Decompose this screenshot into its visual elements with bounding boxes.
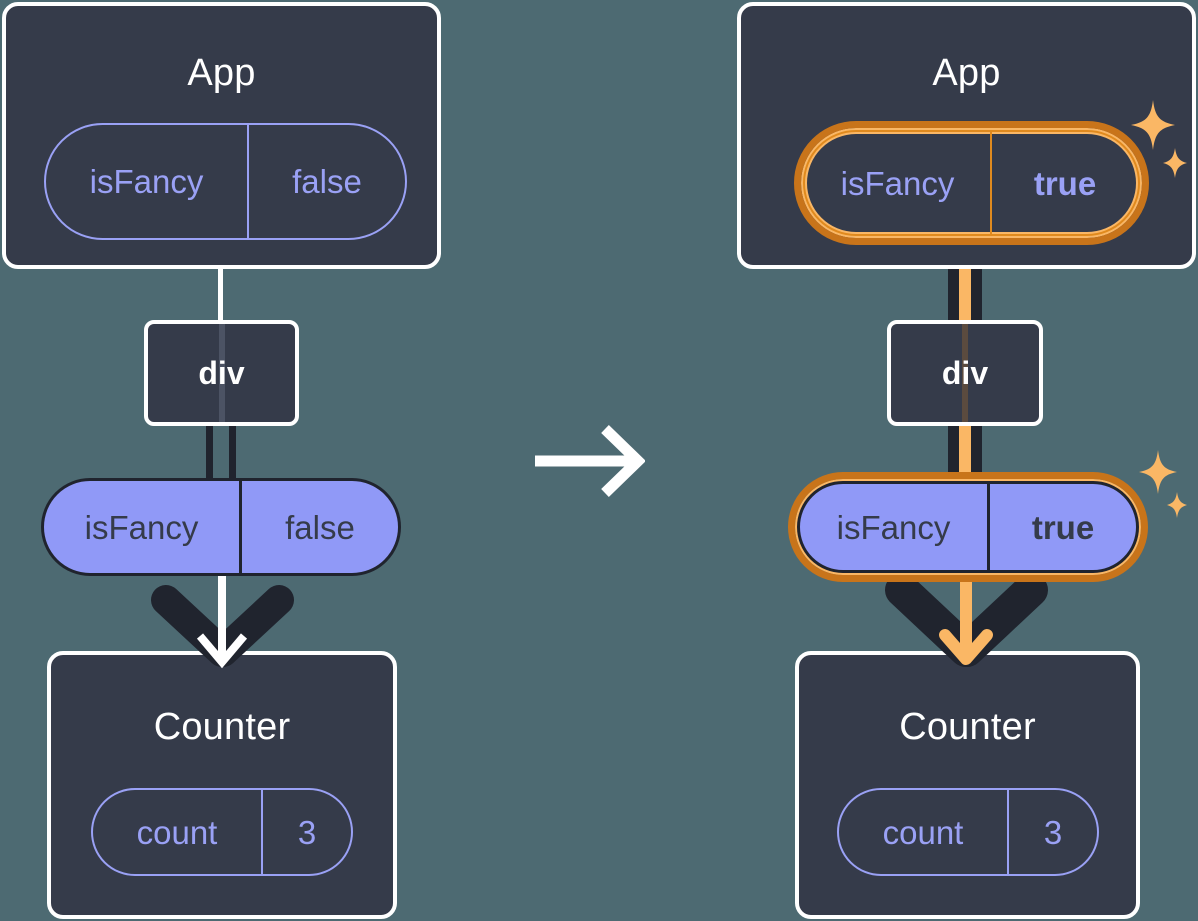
prop-arrow-dark-before <box>151 585 294 667</box>
app-box-before: App isFancy false <box>2 2 441 269</box>
connector-div-to-prop-after-core <box>959 422 971 486</box>
prop-highlight-ring-after <box>788 472 1148 582</box>
div-passthrough-line-after <box>962 324 968 422</box>
prop-value-after: true <box>987 484 1136 570</box>
connector-div-to-prop-before-2 <box>229 422 236 486</box>
div-passthrough-line-before <box>218 324 225 422</box>
app-state-pill-after: isFancy true <box>803 130 1140 236</box>
prop-pill-after: isFancy true <box>797 481 1139 573</box>
app-box-after: App isFancy true <box>737 2 1196 269</box>
app-state-value-after: true <box>990 132 1138 234</box>
prop-pill-before: isFancy false <box>41 478 401 576</box>
counter-state-value-before: 3 <box>261 790 351 874</box>
connector-app-to-div-before <box>218 262 223 320</box>
div-node-after: div <box>887 320 1043 426</box>
counter-state-key-after: count <box>882 813 964 851</box>
prop-key-after: isFancy <box>836 508 951 546</box>
prop-value-before: false <box>239 481 398 573</box>
sparkle-icon-prop-after <box>1139 450 1187 518</box>
app-title-before: App <box>187 52 256 94</box>
counter-state-key-before: count <box>136 813 218 851</box>
connector-div-to-prop-before <box>206 422 213 486</box>
counter-title-after: Counter <box>899 706 1036 748</box>
sparkle-icon-app-after <box>1131 100 1187 178</box>
transition-arrow-icon <box>535 425 645 497</box>
app-state-key-before: isFancy <box>89 163 204 200</box>
div-label-after: div <box>941 354 989 391</box>
div-label-before: div <box>198 354 245 391</box>
app-state-highlight-ring-after <box>794 121 1149 245</box>
div-node-before: div <box>144 320 299 426</box>
counter-state-pill-before: count 3 <box>91 788 353 876</box>
prop-arrow-white-before <box>196 566 248 669</box>
counter-state-value-after: 3 <box>1007 790 1097 874</box>
app-state-value-before: false <box>247 125 405 238</box>
app-state-pill-before: isFancy false <box>44 123 407 240</box>
counter-state-pill-after: count 3 <box>837 788 1099 876</box>
prop-key-before: isFancy <box>84 508 199 546</box>
app-title-after: App <box>932 52 1001 94</box>
counter-title-before: Counter <box>153 706 291 748</box>
counter-box-before: Counter count 3 <box>47 651 397 919</box>
counter-box-after: Counter count 3 <box>795 651 1140 919</box>
app-state-key-after: isFancy <box>840 164 955 202</box>
